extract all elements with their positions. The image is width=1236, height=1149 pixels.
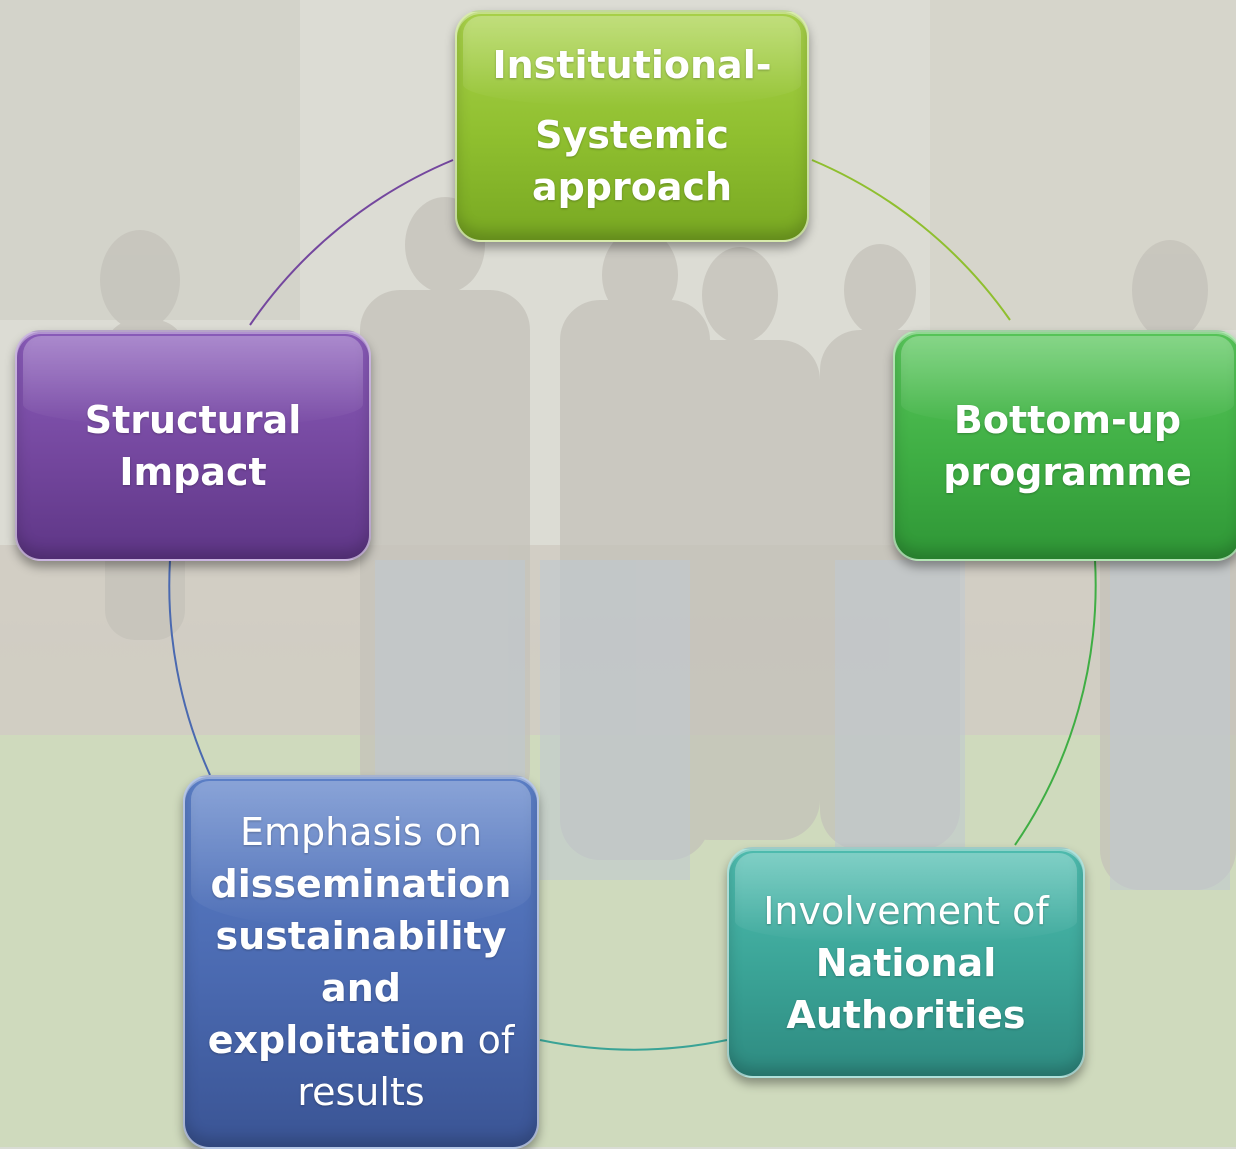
node-structural-impact: Structural Impact (15, 330, 371, 561)
node-left-line2: Impact (119, 449, 267, 494)
node-br-line2: National (815, 940, 997, 985)
node-bl-line1: Emphasis on (239, 810, 483, 854)
node-institutional-systemic-approach: Institutional- Systemic approach (455, 10, 809, 242)
node-bl-line4: and (321, 966, 401, 1010)
node-bl-line5: exploitation of (208, 1014, 515, 1066)
node-top-line1: Institutional- (492, 43, 772, 87)
node-br-line1: Involvement of (763, 888, 1049, 933)
node-emphasis-dissemination: Emphasis on dissemination sustainability… (183, 775, 539, 1149)
node-left-line1: Structural (84, 397, 302, 442)
node-bl-line6: results (297, 1070, 425, 1114)
node-br-line3: Authorities (786, 992, 1026, 1037)
node-bl-line2: dissemination (210, 862, 512, 906)
node-top-line3: approach (531, 165, 733, 209)
node-bl-line3: sustainability (215, 914, 507, 958)
node-right-line2: programme (943, 449, 1192, 494)
node-bottom-up-programme: Bottom-up programme (893, 330, 1236, 561)
node-top-line2: Systemic (535, 113, 729, 157)
node-bl-exploitation: exploitation (207, 1018, 466, 1062)
node-bl-of: of (465, 1018, 515, 1062)
node-national-authorities: Involvement of National Authorities (727, 847, 1085, 1078)
node-right-line1: Bottom-up (953, 397, 1182, 442)
